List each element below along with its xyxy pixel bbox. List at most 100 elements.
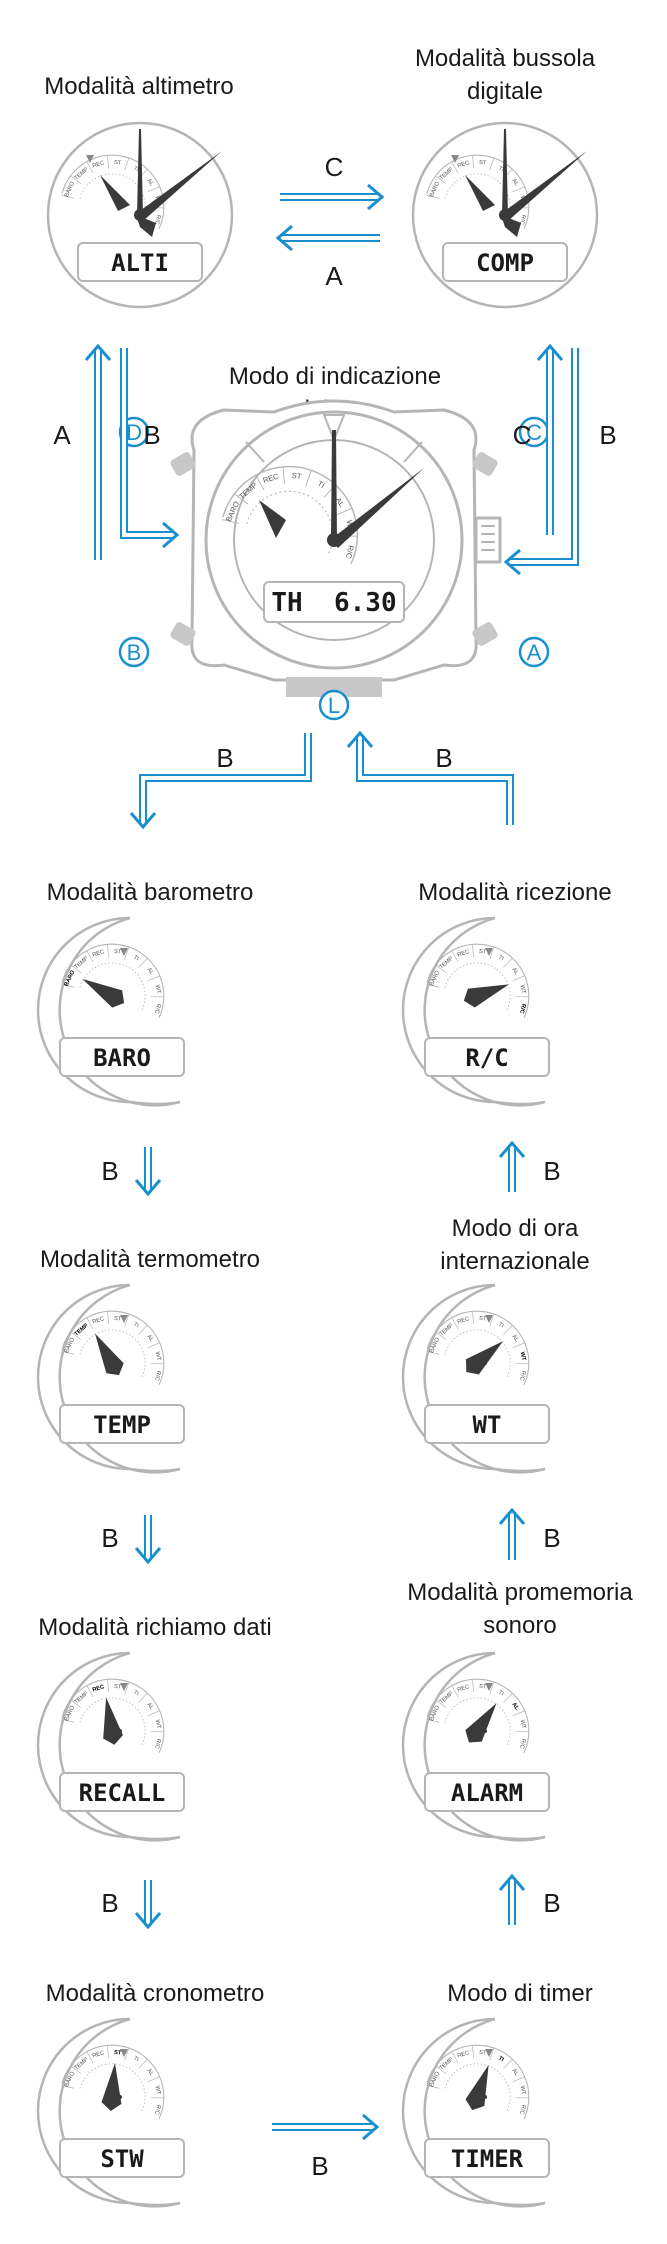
- dial-mode-label: ST: [479, 949, 488, 956]
- lcd-text: RECALL: [79, 1779, 166, 1807]
- lcd-display: [59, 1037, 185, 1077]
- dial-mode-label: ST: [114, 949, 123, 956]
- arrow-baro-to-temp: [134, 1147, 162, 1197]
- arrow-comp-to-time: [503, 348, 579, 576]
- dial-mode-label: TI: [316, 479, 326, 490]
- title-alarm-mode: Modalità promemoria sonoro: [407, 1579, 633, 1639]
- svg-text:D: D: [126, 420, 142, 445]
- dial-mode-label: ST: [114, 2050, 123, 2057]
- arrow-rc-to-time: [346, 730, 514, 825]
- arrow-temp-to-recall: [134, 1515, 162, 1565]
- pusher-l[interactable]: [286, 677, 382, 697]
- dial-mode-label: WT: [519, 984, 527, 994]
- title-compass-mode: Modalità bussola digitale: [414, 45, 596, 105]
- title-reception-mode: Modalità ricezione: [418, 879, 612, 906]
- label-stw-to-timer: B: [311, 2151, 328, 2181]
- title-barometer-mode: Modalità barometro: [46, 879, 254, 906]
- lcd-text: COMP: [476, 249, 534, 277]
- mode-hand: [95, 1333, 124, 1376]
- dial-mode-label: AL: [510, 967, 519, 976]
- dial-mode-label: R/C: [518, 1003, 526, 1014]
- button-c[interactable]: C: [518, 416, 550, 448]
- dial-mode-label: AL: [510, 1702, 520, 1712]
- hour-hand: [330, 468, 424, 548]
- mode-hand: [465, 175, 495, 211]
- label-baro-to-temp: B: [101, 1156, 118, 1186]
- dial-mode-label: ST: [291, 471, 302, 481]
- dial-mode-label: TI: [132, 1322, 140, 1330]
- lcd-text: BARO: [93, 1044, 151, 1072]
- mode-hand: [463, 984, 509, 1008]
- dial-mode-label: REC: [92, 160, 105, 169]
- dial-mode-label: ST: [479, 2050, 488, 2057]
- mode-hand: [82, 979, 125, 1008]
- lcd-text: ALARM: [451, 1779, 523, 1807]
- dial-mode-label: REC: [457, 1316, 470, 1325]
- dial-mode-label: AL: [145, 1702, 154, 1711]
- dial-mode-label: R/C: [518, 214, 526, 225]
- arrow-alti-to-comp: [280, 183, 385, 211]
- dial-mode-label: REC: [457, 949, 470, 958]
- dial-mode-label: ST: [114, 1316, 123, 1323]
- button-l[interactable]: L: [318, 689, 350, 721]
- minute-hand: [137, 129, 143, 215]
- arrow-time-to-baro: [129, 733, 312, 830]
- lcd-text: TIMER: [451, 2145, 524, 2173]
- dial-mode-label: REC: [457, 1684, 470, 1693]
- lcd-display: [77, 242, 203, 282]
- label-wt-to-rc: B: [543, 1156, 560, 1186]
- dial-mode-label: R/C: [518, 1370, 526, 1381]
- dial-mode-label: R/C: [518, 1738, 526, 1749]
- arrow-stw-to-timer: [272, 2113, 380, 2141]
- pusher-d[interactable]: [169, 451, 197, 478]
- svg-text:A: A: [527, 640, 542, 665]
- dial-mode-label: TI: [132, 2056, 140, 2064]
- label-timer-to-alarm: B: [543, 1888, 560, 1918]
- pusher-a[interactable]: [471, 621, 499, 648]
- crown[interactable]: [474, 516, 502, 564]
- lcd-display: [442, 242, 568, 282]
- svg-text:B: B: [127, 640, 142, 665]
- mode-hand: [465, 2065, 489, 2111]
- dial-mode-label: TI: [497, 166, 505, 174]
- lcd-display: [424, 2138, 550, 2178]
- pusher-c[interactable]: [471, 451, 499, 478]
- lcd-text: ALTI: [111, 249, 169, 277]
- label-alarm-to-wt: B: [543, 1523, 560, 1553]
- arrow-time-to-comp: [536, 343, 564, 535]
- lcd-display: [263, 581, 405, 623]
- minute-hand: [331, 430, 337, 540]
- dial-mode-label: AL: [510, 2068, 519, 2077]
- dial-mode-label: ST: [479, 1684, 488, 1691]
- label-rc-to-time: B: [435, 743, 452, 773]
- lcd-display: [424, 1772, 550, 1812]
- transition-arrows: [84, 183, 579, 2141]
- button-a[interactable]: A: [518, 636, 550, 668]
- dial-mode-label: TI: [497, 1690, 505, 1698]
- arrow-alarm-to-wt: [498, 1507, 526, 1560]
- lcd-text: STW: [100, 2145, 144, 2173]
- lcd-text: TEMP: [93, 1411, 151, 1439]
- dial-mode-label: R/C: [518, 2104, 526, 2115]
- svg-text:C: C: [526, 420, 542, 445]
- pusher-b[interactable]: [169, 621, 197, 648]
- dial-mode-label: AL: [145, 1334, 154, 1343]
- dial-mode-label: R/C: [153, 214, 161, 225]
- hour-hand: [137, 151, 222, 221]
- label-time-to-comp: C: [513, 420, 532, 450]
- label-temp-to-recall: B: [101, 1523, 118, 1553]
- dial-mode-label: WT: [519, 2085, 527, 2095]
- mode-hand: [259, 500, 286, 538]
- arrow-wt-to-rc: [498, 1140, 526, 1192]
- button-b[interactable]: B: [118, 636, 150, 668]
- dial-mode-label: AL: [145, 2068, 154, 2077]
- lcd-text: TH 6.30: [271, 588, 396, 618]
- mode-hand: [101, 2063, 122, 2111]
- dial-mode-label: AL: [334, 496, 347, 509]
